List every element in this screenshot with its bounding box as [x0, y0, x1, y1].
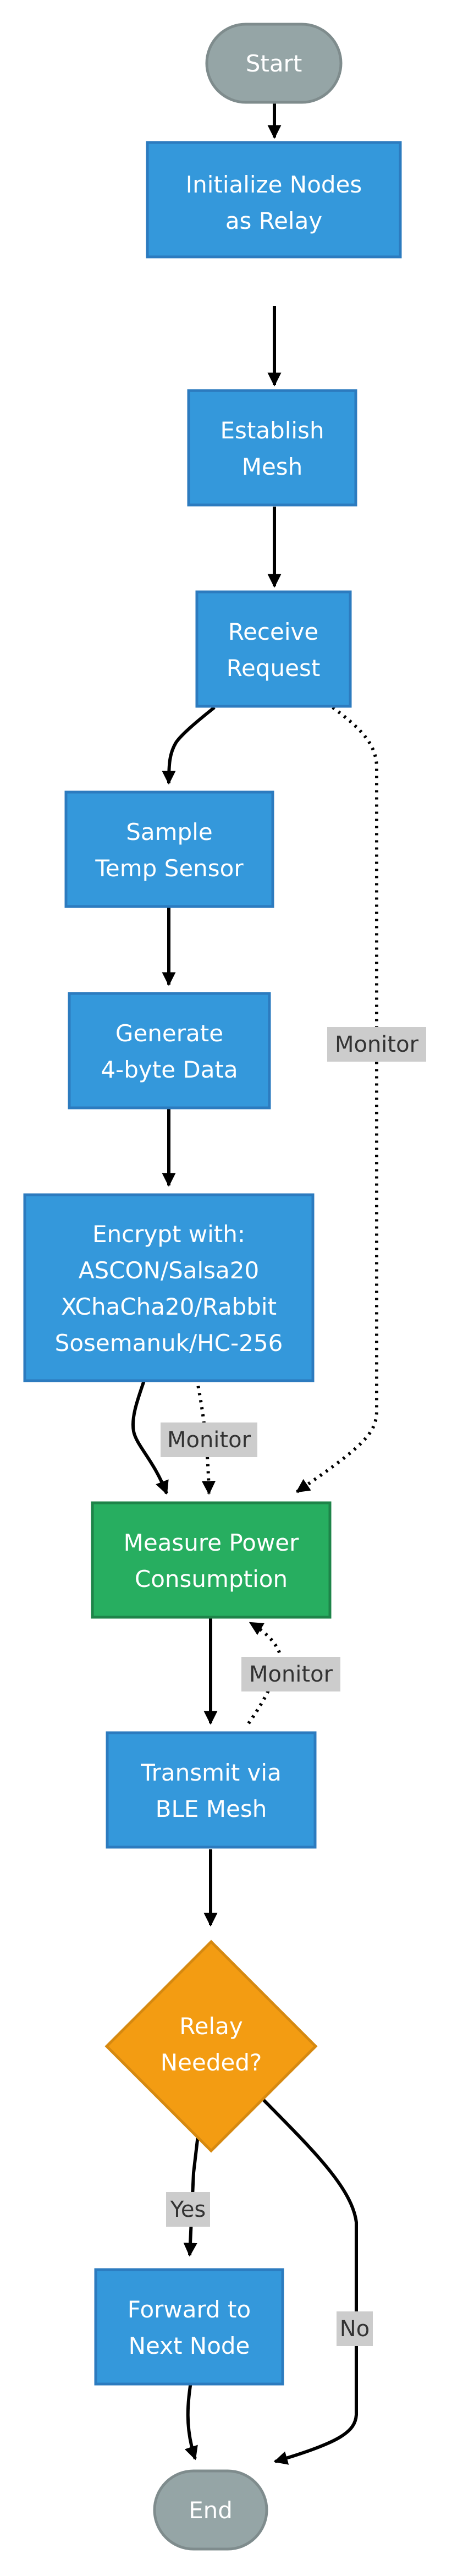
node-receive-request-line2: Request [227, 655, 321, 682]
node-measure-power-line2: Consumption [135, 1566, 288, 1592]
edge-relay-forward [183, 2125, 201, 2257]
node-initialize: Initialize Nodes as Relay [146, 141, 402, 259]
node-receive-request-line1: Receive [228, 618, 318, 645]
edge-receive-sample [162, 706, 216, 785]
node-transmit: Transmit via BLE Mesh [106, 1731, 317, 1849]
node-end-label: End [189, 2497, 233, 2524]
edge-label-monitor-receive: Monitor [327, 1027, 426, 1062]
node-measure-power: Measure Power Consumption [91, 1501, 332, 1619]
node-sample-sensor-line2: Temp Sensor [95, 855, 244, 882]
node-encrypt-line1: Encrypt with: [92, 1221, 245, 1248]
edges [131, 62, 358, 2465]
node-receive-request: Receive Request [195, 590, 352, 708]
svg-text:No: No [340, 2316, 370, 2342]
svg-text:Monitor: Monitor [249, 1662, 333, 1687]
svg-text:Monitor: Monitor [335, 1032, 419, 1057]
node-forward: Forward to Next Node [94, 2268, 284, 2386]
node-generate-data-line2: 4-byte Data [101, 1056, 238, 1083]
node-encrypt-line4: Sosemanuk/HC-256 [55, 1330, 283, 1356]
node-generate-data-line1: Generate [115, 1020, 223, 1047]
monitor-edges [195, 706, 378, 1724]
node-establish-mesh-line1: Establish [220, 417, 324, 444]
node-encrypt-line3: XChaCha20/Rabbit [61, 1293, 277, 1320]
edge-label-no: No [337, 2311, 373, 2346]
edge-encrypt-measure [131, 1378, 169, 1495]
node-end: End [153, 2469, 268, 2551]
node-relay-decision-line2: Needed? [161, 2049, 262, 2076]
node-relay-decision-line1: Relay [179, 2013, 242, 2040]
edge-monitor-receive-measure [295, 706, 378, 1493]
node-establish-mesh: Establish Mesh [187, 389, 357, 507]
node-sample-sensor-line1: Sample [126, 819, 212, 845]
node-relay-decision: Relay Needed? [104, 1940, 318, 2153]
edge-label-monitor-transmit: Monitor [241, 1657, 340, 1691]
node-start-label: Start [246, 50, 302, 77]
node-transmit-line1: Transmit via [140, 1759, 282, 1786]
node-initialize-line1: Initialize Nodes [186, 171, 362, 198]
node-forward-line2: Next Node [129, 2332, 250, 2359]
node-sample-sensor: Sample Temp Sensor [64, 790, 274, 908]
edge-label-yes: Yes [166, 2192, 210, 2227]
edge-label-monitor-encrypt: Monitor [161, 1422, 257, 1457]
node-encrypt-line2: ASCON/Salsa20 [79, 1257, 259, 1284]
node-encrypt: Encrypt with: ASCON/Salsa20 XChaCha20/Ra… [23, 1193, 315, 1382]
node-transmit-line2: BLE Mesh [156, 1795, 267, 1822]
node-generate-data: Generate 4-byte Data [68, 992, 271, 1110]
svg-text:Monitor: Monitor [167, 1427, 251, 1453]
node-measure-power-line1: Measure Power [124, 1529, 300, 1556]
node-initialize-line2: as Relay [225, 207, 322, 234]
edge-relay-end [257, 2093, 358, 2465]
node-establish-mesh-line2: Mesh [242, 453, 303, 480]
svg-text:Yes: Yes [170, 2197, 206, 2222]
node-start: Start [205, 23, 343, 104]
node-forward-line1: Forward to [128, 2296, 251, 2323]
edge-forward-end [184, 2377, 198, 2460]
